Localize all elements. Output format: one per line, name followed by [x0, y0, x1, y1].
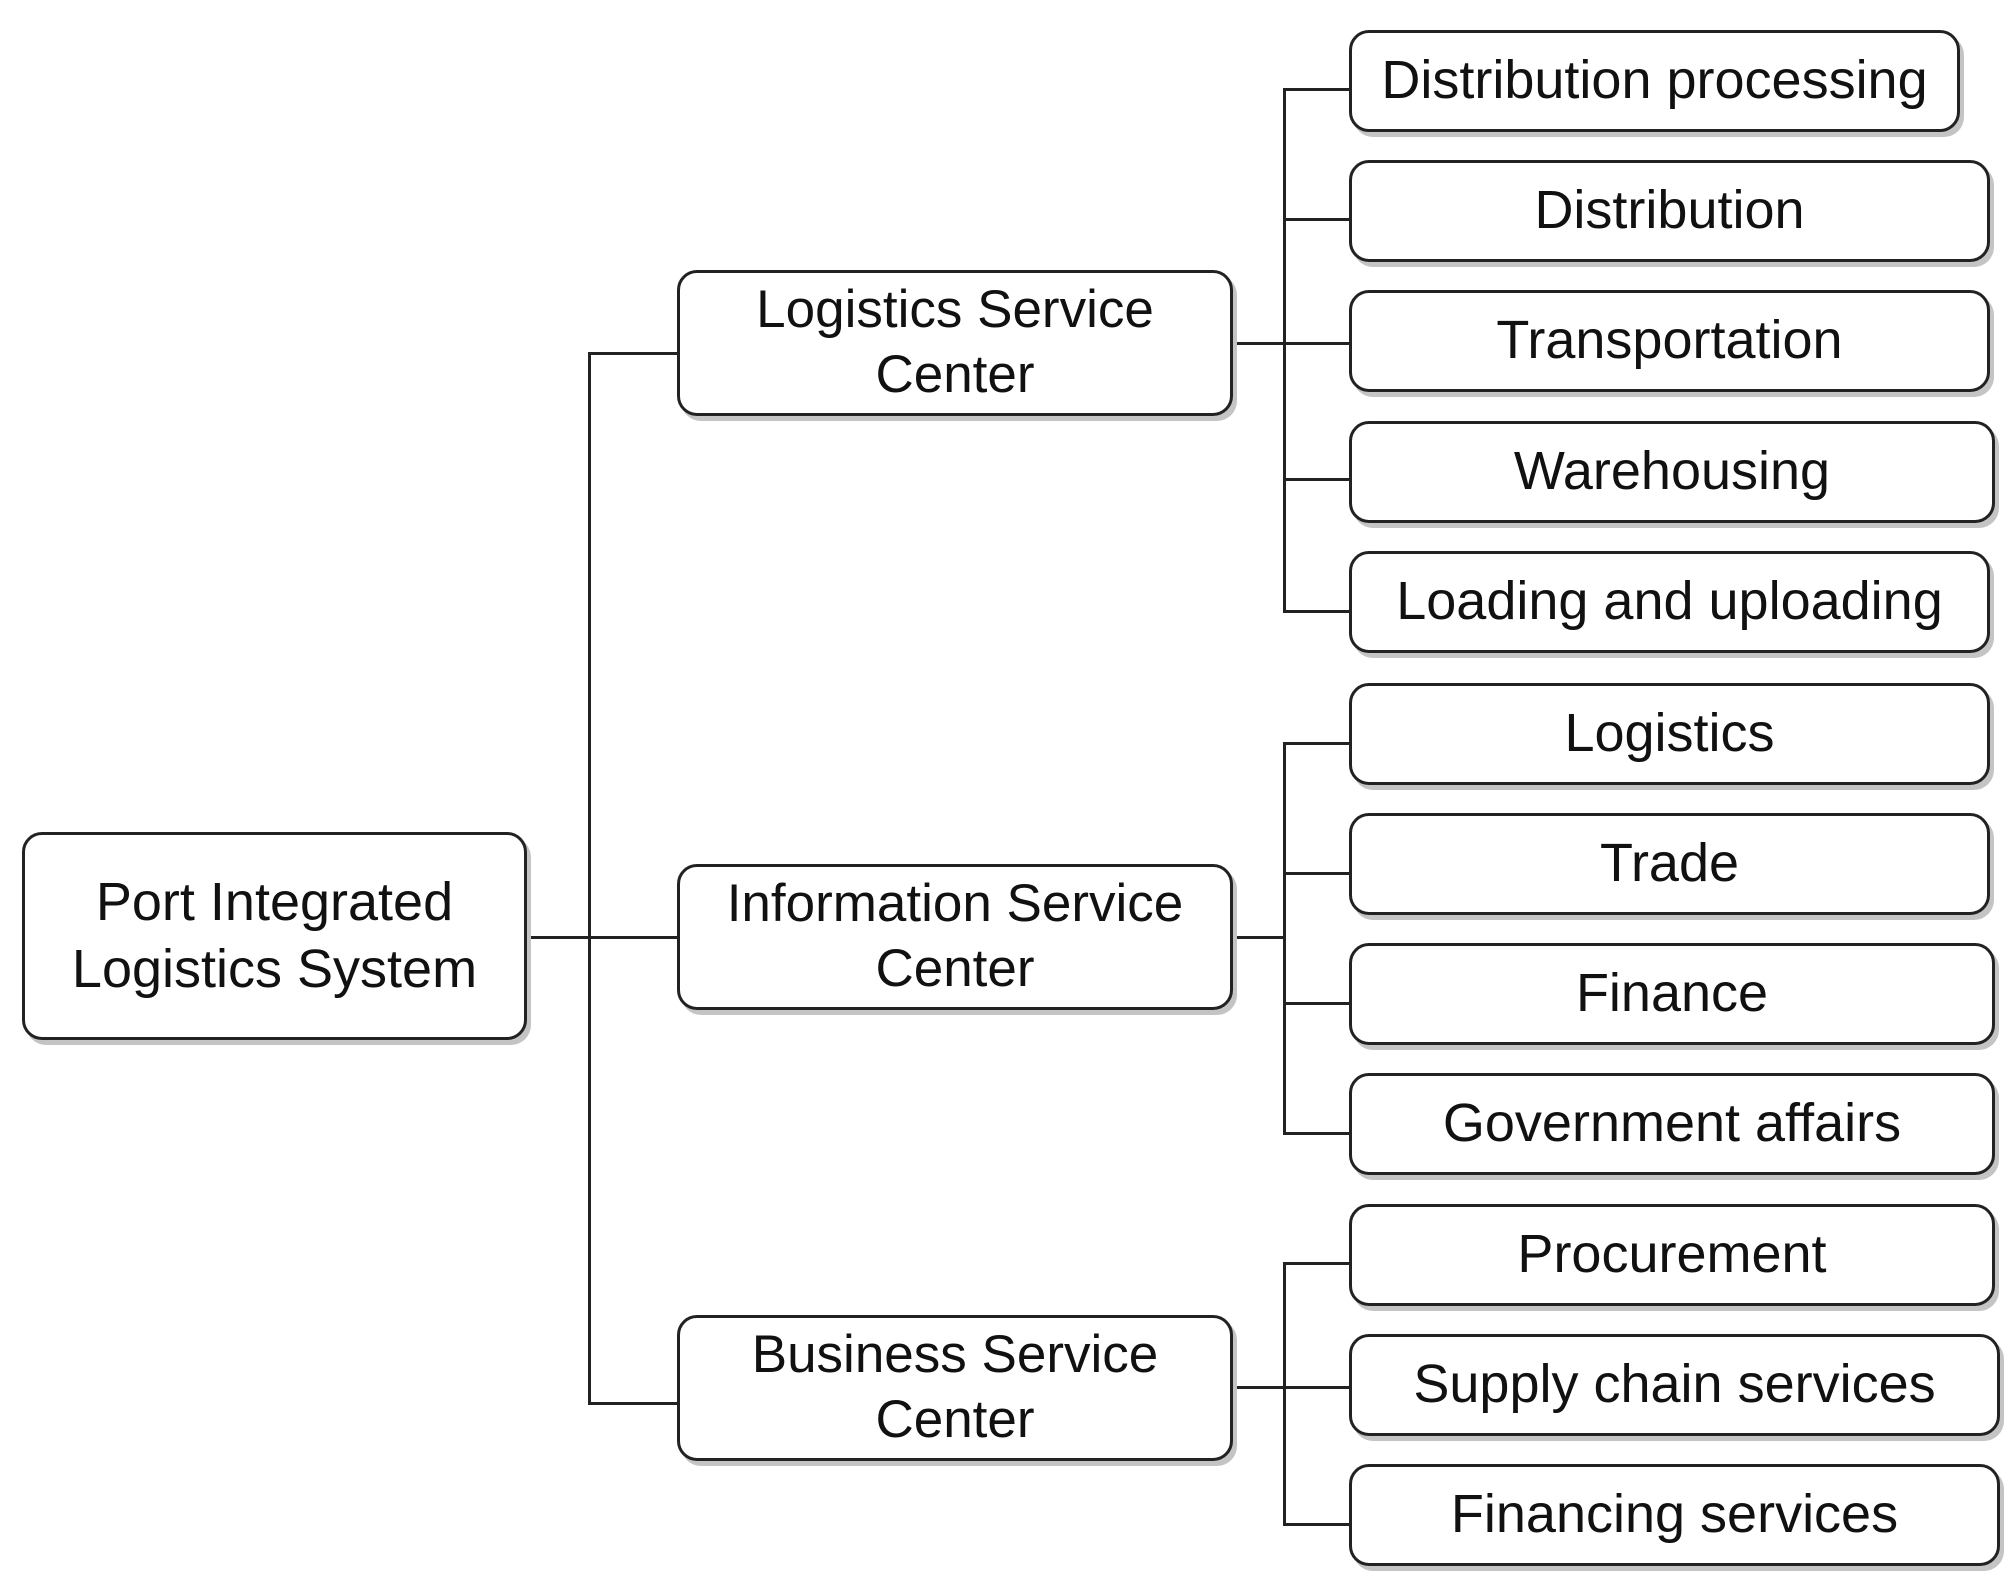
service-node-label: Trade: [1599, 833, 1740, 894]
center-node-information: Information Service Center: [677, 864, 1233, 1010]
logistics-branch-connector: [1283, 342, 1351, 345]
service-node-label: Supply chain services: [1413, 1354, 1936, 1415]
center-node-logistics: Logistics Service Center: [677, 270, 1233, 416]
service-node-label: Warehousing: [1513, 441, 1831, 502]
logistics-branch-connector: [1283, 88, 1351, 91]
service-node: Warehousing: [1349, 421, 1995, 523]
root-to-logistics-center-connector: [588, 352, 683, 355]
logistics-branch-connector: [1283, 478, 1351, 481]
service-node: Transportation: [1349, 290, 1990, 392]
center-node-business: Business Service Center: [677, 1315, 1233, 1461]
information-branch-connector: [1283, 1132, 1351, 1135]
service-node-label: Finance: [1575, 963, 1769, 1024]
root-node: Port Integrated Logistics System: [22, 832, 527, 1040]
information-center-trunk-connector: [1283, 742, 1286, 1135]
service-node: Trade: [1349, 813, 1990, 915]
service-node-label: Logistics: [1564, 703, 1775, 764]
service-node-label: Financing services: [1450, 1484, 1899, 1545]
logistics-center-trunk-connector: [1283, 88, 1286, 613]
root-to-information-center-connector: [588, 936, 683, 939]
root-to-business-center-connector: [588, 1402, 683, 1405]
center-node-label: Business Service Center: [751, 1325, 1159, 1449]
information-center-stub-connector: [1230, 936, 1285, 939]
root-node-label: Port Integrated Logistics System: [71, 871, 478, 1000]
service-node: Loading and uploading: [1349, 551, 1990, 653]
center-node-label: Information Service Center: [726, 874, 1184, 998]
logistics-branch-connector: [1283, 218, 1351, 221]
service-node-label: Transportation: [1496, 310, 1843, 371]
business-center-stub-connector: [1230, 1386, 1285, 1389]
center-node-label: Logistics Service Center: [756, 280, 1154, 404]
logistics-branch-connector: [1283, 610, 1351, 613]
information-branch-connector: [1283, 872, 1351, 875]
root-trunk-connector: [588, 352, 591, 1404]
logistics-center-stub-connector: [1230, 342, 1285, 345]
business-branch-connector: [1283, 1386, 1351, 1389]
service-node: Government affairs: [1349, 1073, 1995, 1175]
service-node-label: Procurement: [1517, 1224, 1827, 1285]
service-node: Financing services: [1349, 1464, 2000, 1566]
service-node: Procurement: [1349, 1204, 1995, 1306]
service-node: Distribution processing: [1349, 30, 1960, 132]
service-node: Logistics: [1349, 683, 1990, 785]
service-node-label: Distribution: [1534, 180, 1805, 241]
business-center-trunk-connector: [1283, 1262, 1286, 1526]
information-branch-connector: [1283, 1002, 1351, 1005]
service-node: Finance: [1349, 943, 1995, 1045]
business-branch-connector: [1283, 1523, 1351, 1526]
root-stub-connector: [525, 936, 590, 939]
service-node: Distribution: [1349, 160, 1990, 262]
service-node-label: Distribution processing: [1381, 50, 1928, 111]
information-branch-connector: [1283, 742, 1351, 745]
service-node-label: Government affairs: [1442, 1093, 1902, 1154]
business-branch-connector: [1283, 1262, 1351, 1265]
service-node-label: Loading and uploading: [1396, 571, 1943, 632]
service-node: Supply chain services: [1349, 1334, 2000, 1436]
